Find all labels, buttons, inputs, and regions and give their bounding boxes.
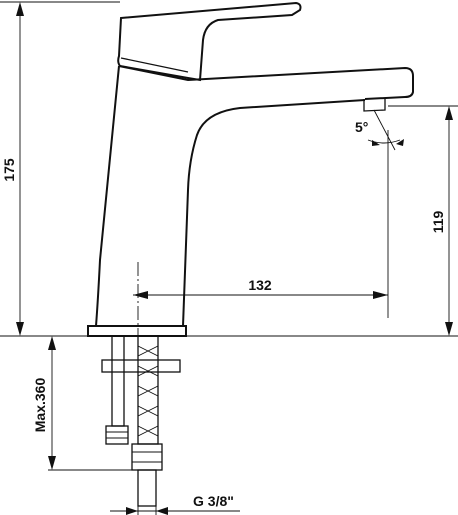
mounting-assembly [101, 335, 181, 507]
dimension-119: 119 [430, 106, 453, 336]
dimension-max-360: Max.360 [32, 336, 56, 470]
dimension-132: 132 [133, 130, 389, 336]
faucet-body [87, 1, 414, 337]
angle-label: 5° [355, 119, 368, 135]
angle-5-degrees: 5° [355, 109, 404, 151]
dimension-175-label: 175 [1, 158, 17, 182]
reference-lines [0, 1, 458, 471]
dimension-max-360-label: Max.360 [32, 378, 48, 433]
thread-label: G 3/8" [193, 493, 234, 509]
dimension-119-label: 119 [430, 210, 446, 233]
dimension-175: 175 [1, 2, 24, 336]
dimension-132-label: 132 [248, 277, 272, 293]
dimension-thread: G 3/8" [110, 493, 240, 515]
